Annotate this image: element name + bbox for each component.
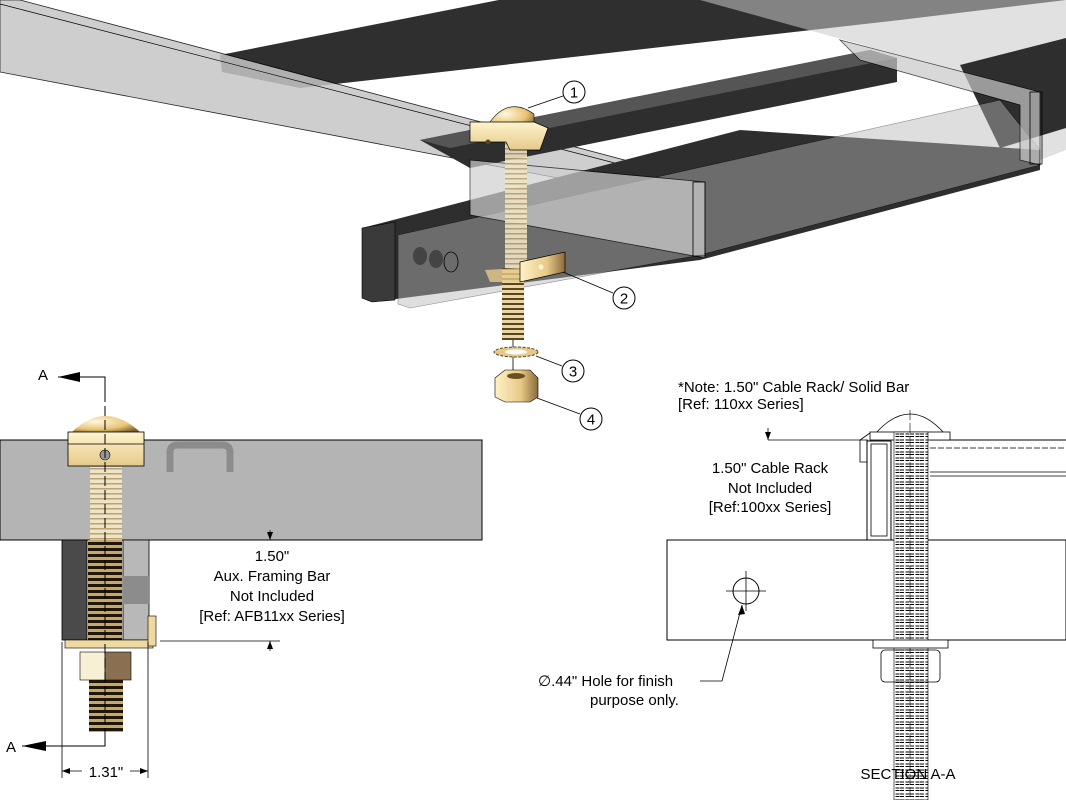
section-view: *Note: 1.50" Cable Rack/ Solid Bar [Ref:… <box>538 379 1066 800</box>
front-view: A A 1.31" 1.50" Aux. Framing Bar <box>0 367 483 781</box>
bolt-section <box>893 431 929 800</box>
svg-text:[Ref:100xx Series]: [Ref:100xx Series] <box>709 499 832 516</box>
aux-bar-dimension <box>160 530 280 651</box>
svg-text:2: 2 <box>620 291 628 308</box>
svg-text:4: 4 <box>587 412 595 429</box>
hex-nut-part-4 <box>494 369 539 403</box>
front-box-bar <box>469 159 706 259</box>
svg-text:Aux. Framing Bar: Aux. Framing Bar <box>214 568 331 585</box>
svg-text:[Ref: AFB11xx Series]: [Ref: AFB11xx Series] <box>199 608 345 625</box>
svg-text:*Note: 1.50" Cable Rack/ Solid: *Note: 1.50" Cable Rack/ Solid Bar <box>678 379 909 396</box>
section-arrow-top: A <box>38 367 106 395</box>
svg-text:1.31": 1.31" <box>89 764 124 781</box>
balloon-4: 4 <box>536 397 603 431</box>
svg-text:purpose only.: purpose only. <box>590 692 679 709</box>
svg-text:Not Included: Not Included <box>728 480 812 497</box>
svg-text:A: A <box>38 367 48 384</box>
balloon-2: 2 <box>562 271 636 310</box>
aux-bar-note: 1.50" Aux. Framing Bar Not Included [Ref… <box>199 548 345 625</box>
aux-bar-section <box>666 539 1066 641</box>
back-light-bar <box>470 0 1066 160</box>
balloon-1: 1 <box>527 80 586 109</box>
bolt-part-1 <box>469 106 549 340</box>
section-note: *Note: 1.50" Cable Rack/ Solid Bar [Ref:… <box>678 379 909 413</box>
svg-text:3: 3 <box>569 364 577 381</box>
svg-text:1: 1 <box>570 85 578 102</box>
isometric-view: 1 2 3 4 <box>0 0 1066 431</box>
balloon-3: 3 <box>535 355 585 383</box>
svg-text:A: A <box>6 739 16 756</box>
svg-text:1.50" Cable Rack: 1.50" Cable Rack <box>712 460 829 477</box>
lock-washer-part-3 <box>493 346 539 358</box>
cable-rack-note: 1.50" Cable Rack Not Included [Ref:100xx… <box>709 460 832 516</box>
section-title: SECTION A-A <box>860 766 955 783</box>
hole-note: ∅.44" Hole for finish purpose only. <box>538 673 679 709</box>
svg-text:[Ref: 110xx Series]: [Ref: 110xx Series] <box>678 396 804 413</box>
svg-text:∅.44" Hole for finish: ∅.44" Hole for finish <box>538 673 673 690</box>
section-arrow-bottom: A <box>6 732 106 756</box>
width-dimension: 1.31" <box>61 642 149 781</box>
clip-part-2 <box>485 251 566 283</box>
svg-text:Not Included: Not Included <box>230 588 314 605</box>
finish-hole <box>726 571 766 611</box>
svg-text:1.50": 1.50" <box>255 548 290 565</box>
